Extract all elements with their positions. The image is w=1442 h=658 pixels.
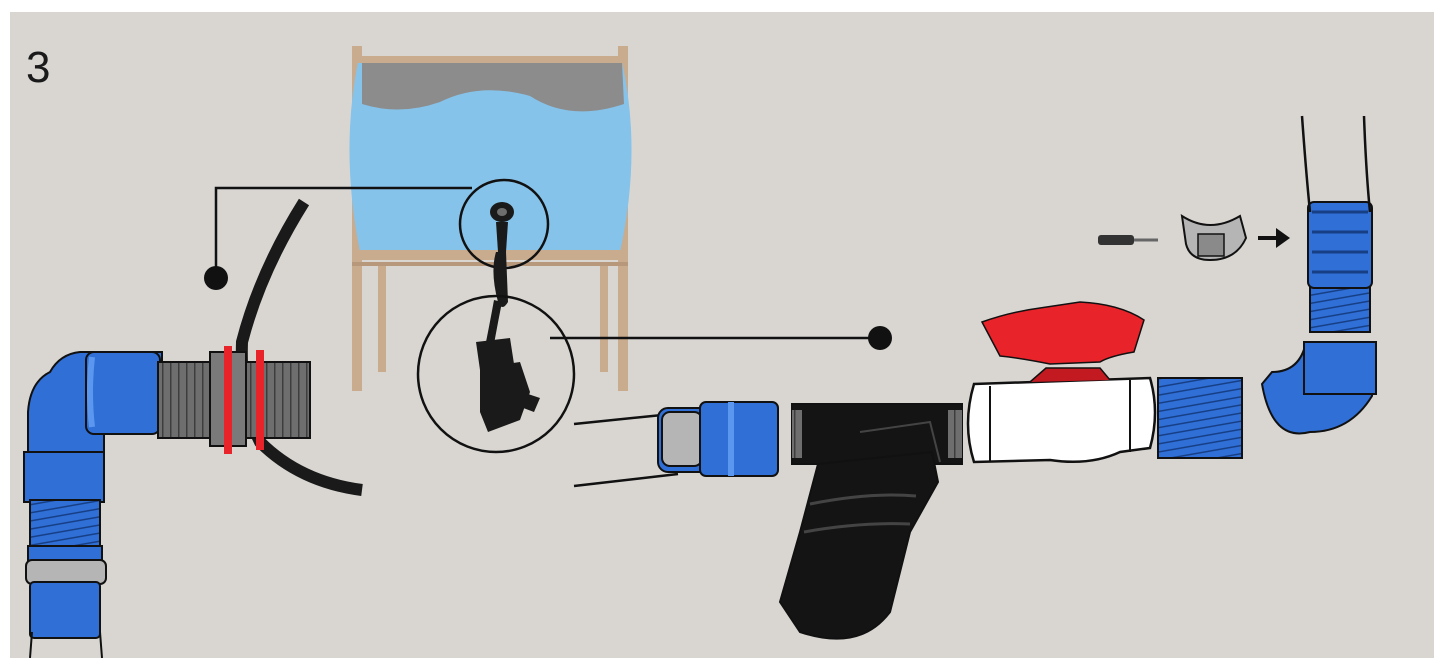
screwdriver-icon [1098,235,1158,245]
tighten-clamp-instruction [1098,216,1290,260]
callout-dot-right [868,326,892,350]
right-side-assembly [1158,116,1376,458]
assembly-diagram [10,12,1434,658]
threaded-nipple-right [1158,378,1242,458]
arrow-right-icon [1258,228,1290,248]
filter-bowl [780,452,938,639]
hose-clamp-icon [1182,216,1246,260]
blue-hose-fitting [700,402,778,476]
hose-barb-right [1308,202,1372,288]
tank-wall-connector-assembly [24,202,362,658]
valve-body [968,378,1155,462]
hose-clamp-left [26,560,106,584]
seal-ring-2 [256,350,264,450]
thread-left [30,500,100,548]
stand-platform [352,250,628,260]
callout-dot-left [204,266,228,290]
hose-clamp-middle [662,412,702,466]
hose-to-filter-connection [574,402,778,486]
seal-ring-1 [224,346,232,454]
hose-filter-detail [418,296,574,452]
valve-handle [982,302,1144,364]
ball-valve [968,302,1155,462]
instruction-panel: 3 [10,12,1434,658]
thread-right [1310,284,1370,332]
inline-filter [780,404,962,639]
